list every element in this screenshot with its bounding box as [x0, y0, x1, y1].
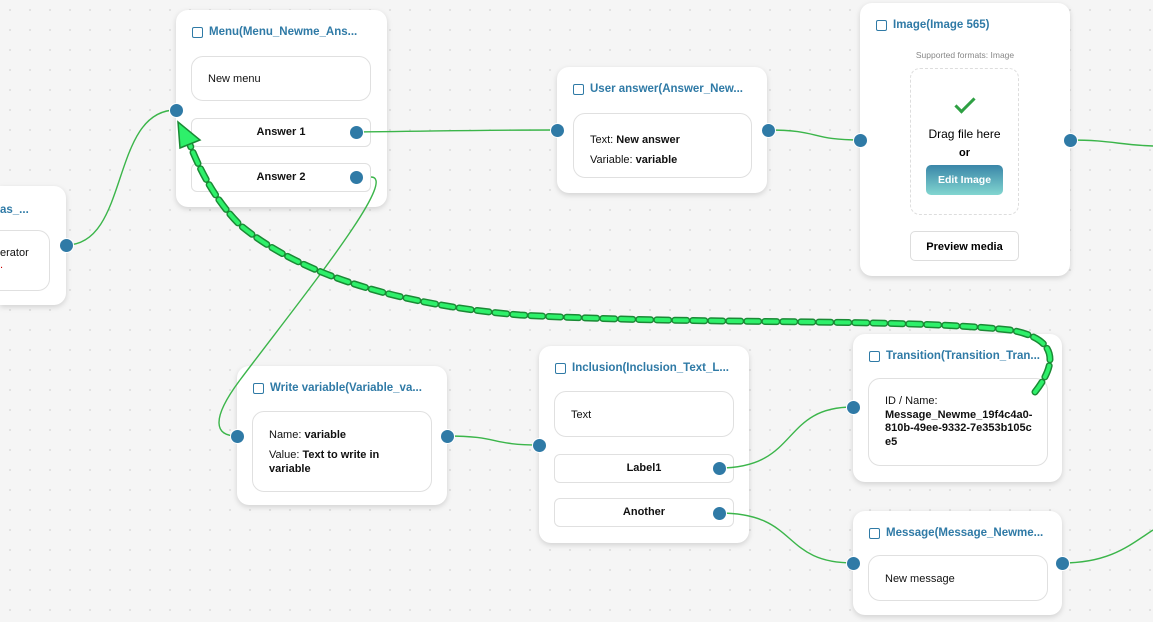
answer-row[interactable]: Answer 1	[191, 118, 371, 147]
edit-image-button[interactable]: Edit Image	[926, 165, 1003, 195]
label: Variable:	[590, 154, 636, 166]
inclusion-icon	[555, 362, 566, 374]
or-text: or	[959, 147, 970, 159]
node-title: Inclusion(Inclusion_Text_L...	[572, 362, 729, 374]
output-handle[interactable]	[348, 124, 364, 140]
node-title: Menu(Menu_Newme_Ans...	[209, 26, 358, 38]
document-icon	[573, 83, 584, 95]
output-handle[interactable]	[348, 169, 364, 185]
output-handle[interactable]	[1054, 555, 1070, 571]
image-icon	[876, 19, 887, 31]
input-handle[interactable]	[531, 437, 547, 453]
input-handle[interactable]	[845, 399, 861, 415]
message-text-value: New message	[885, 573, 955, 585]
output-handle[interactable]	[711, 460, 727, 476]
value: Message_Newme_19f4c4a0-810b-49ee-9332-7e…	[885, 408, 1033, 448]
node-title: User answer(Answer_New...	[590, 83, 743, 95]
node-title: as_...	[0, 204, 29, 216]
edge[interactable]	[1069, 139, 1153, 147]
message-icon	[869, 527, 880, 539]
input-handle[interactable]	[229, 428, 245, 444]
label: Text:	[590, 134, 617, 146]
edge[interactable]	[218, 176, 377, 437]
value: Text to write in variable	[269, 449, 380, 475]
inclusion-text-value: Text	[571, 409, 592, 421]
label-row[interactable]: Another	[554, 498, 734, 527]
message-text: New message	[868, 555, 1048, 601]
preview-media-button[interactable]: Preview media	[910, 231, 1019, 261]
transition-node[interactable]: Transition(Transition_Tran... ID / Name:…	[853, 334, 1062, 482]
output-handle[interactable]	[58, 237, 74, 253]
label: ID / Name:	[885, 395, 938, 407]
input-handle[interactable]	[549, 122, 565, 138]
drag-text: Drag file here	[928, 127, 1001, 141]
menu-text: New menu	[191, 56, 371, 101]
transition-icon	[869, 350, 880, 362]
node-content: erator .	[0, 230, 50, 291]
variable-content: Name: variable Value: Text to write in v…	[252, 411, 432, 492]
image-node[interactable]: Image(Image 565) Supported formats: Imag…	[860, 3, 1070, 276]
partial-node[interactable]: as_... erator .	[0, 186, 66, 305]
content-line: .	[0, 259, 4, 271]
label-row[interactable]: Label1	[554, 454, 734, 483]
label: Name:	[269, 429, 305, 441]
input-handle[interactable]	[845, 555, 861, 571]
output-handle[interactable]	[711, 505, 727, 521]
edge[interactable]	[65, 109, 177, 246]
inclusion-text: Text	[554, 391, 734, 437]
output-handle[interactable]	[1062, 132, 1078, 148]
label: Value:	[269, 449, 303, 461]
input-handle[interactable]	[168, 102, 184, 118]
answer-content: Text: New answer Variable: variable	[573, 113, 752, 178]
menu-icon	[192, 26, 203, 38]
edge[interactable]	[1061, 529, 1153, 564]
message-node[interactable]: Message(Message_Newme... New message	[853, 511, 1062, 615]
transition-content: ID / Name: Message_Newme_19f4c4a0-810b-4…	[868, 378, 1048, 466]
answer-row[interactable]: Answer 2	[191, 163, 371, 192]
node-title: Message(Message_Newme...	[886, 527, 1044, 539]
write-variable-node[interactable]: Write variable(Variable_va... Name: vari…	[237, 366, 447, 505]
output-handle[interactable]	[760, 122, 776, 138]
content-line: erator	[0, 247, 29, 259]
supported-formats: Supported formats: Image	[915, 50, 1015, 60]
drop-zone[interactable]: Drag file here or Edit Image	[910, 68, 1019, 215]
edge[interactable]	[355, 129, 558, 133]
node-title: Transition(Transition_Tran...	[886, 350, 1040, 362]
edge[interactable]	[767, 129, 861, 141]
edge[interactable]	[718, 406, 854, 469]
edge[interactable]	[446, 435, 540, 446]
node-title: Image(Image 565)	[893, 19, 990, 31]
variable-icon	[253, 382, 264, 394]
node-title: Write variable(Variable_va...	[270, 382, 422, 394]
menu-text-value: New menu	[208, 73, 261, 85]
value: New answer	[616, 134, 680, 146]
input-handle[interactable]	[852, 132, 868, 148]
edge[interactable]	[718, 512, 854, 564]
arrowhead-icon	[177, 120, 202, 150]
value: variable	[635, 154, 678, 166]
user-answer-node[interactable]: User answer(Answer_New... Text: New answ…	[557, 67, 767, 193]
value: variable	[304, 429, 347, 441]
output-handle[interactable]	[439, 428, 455, 444]
